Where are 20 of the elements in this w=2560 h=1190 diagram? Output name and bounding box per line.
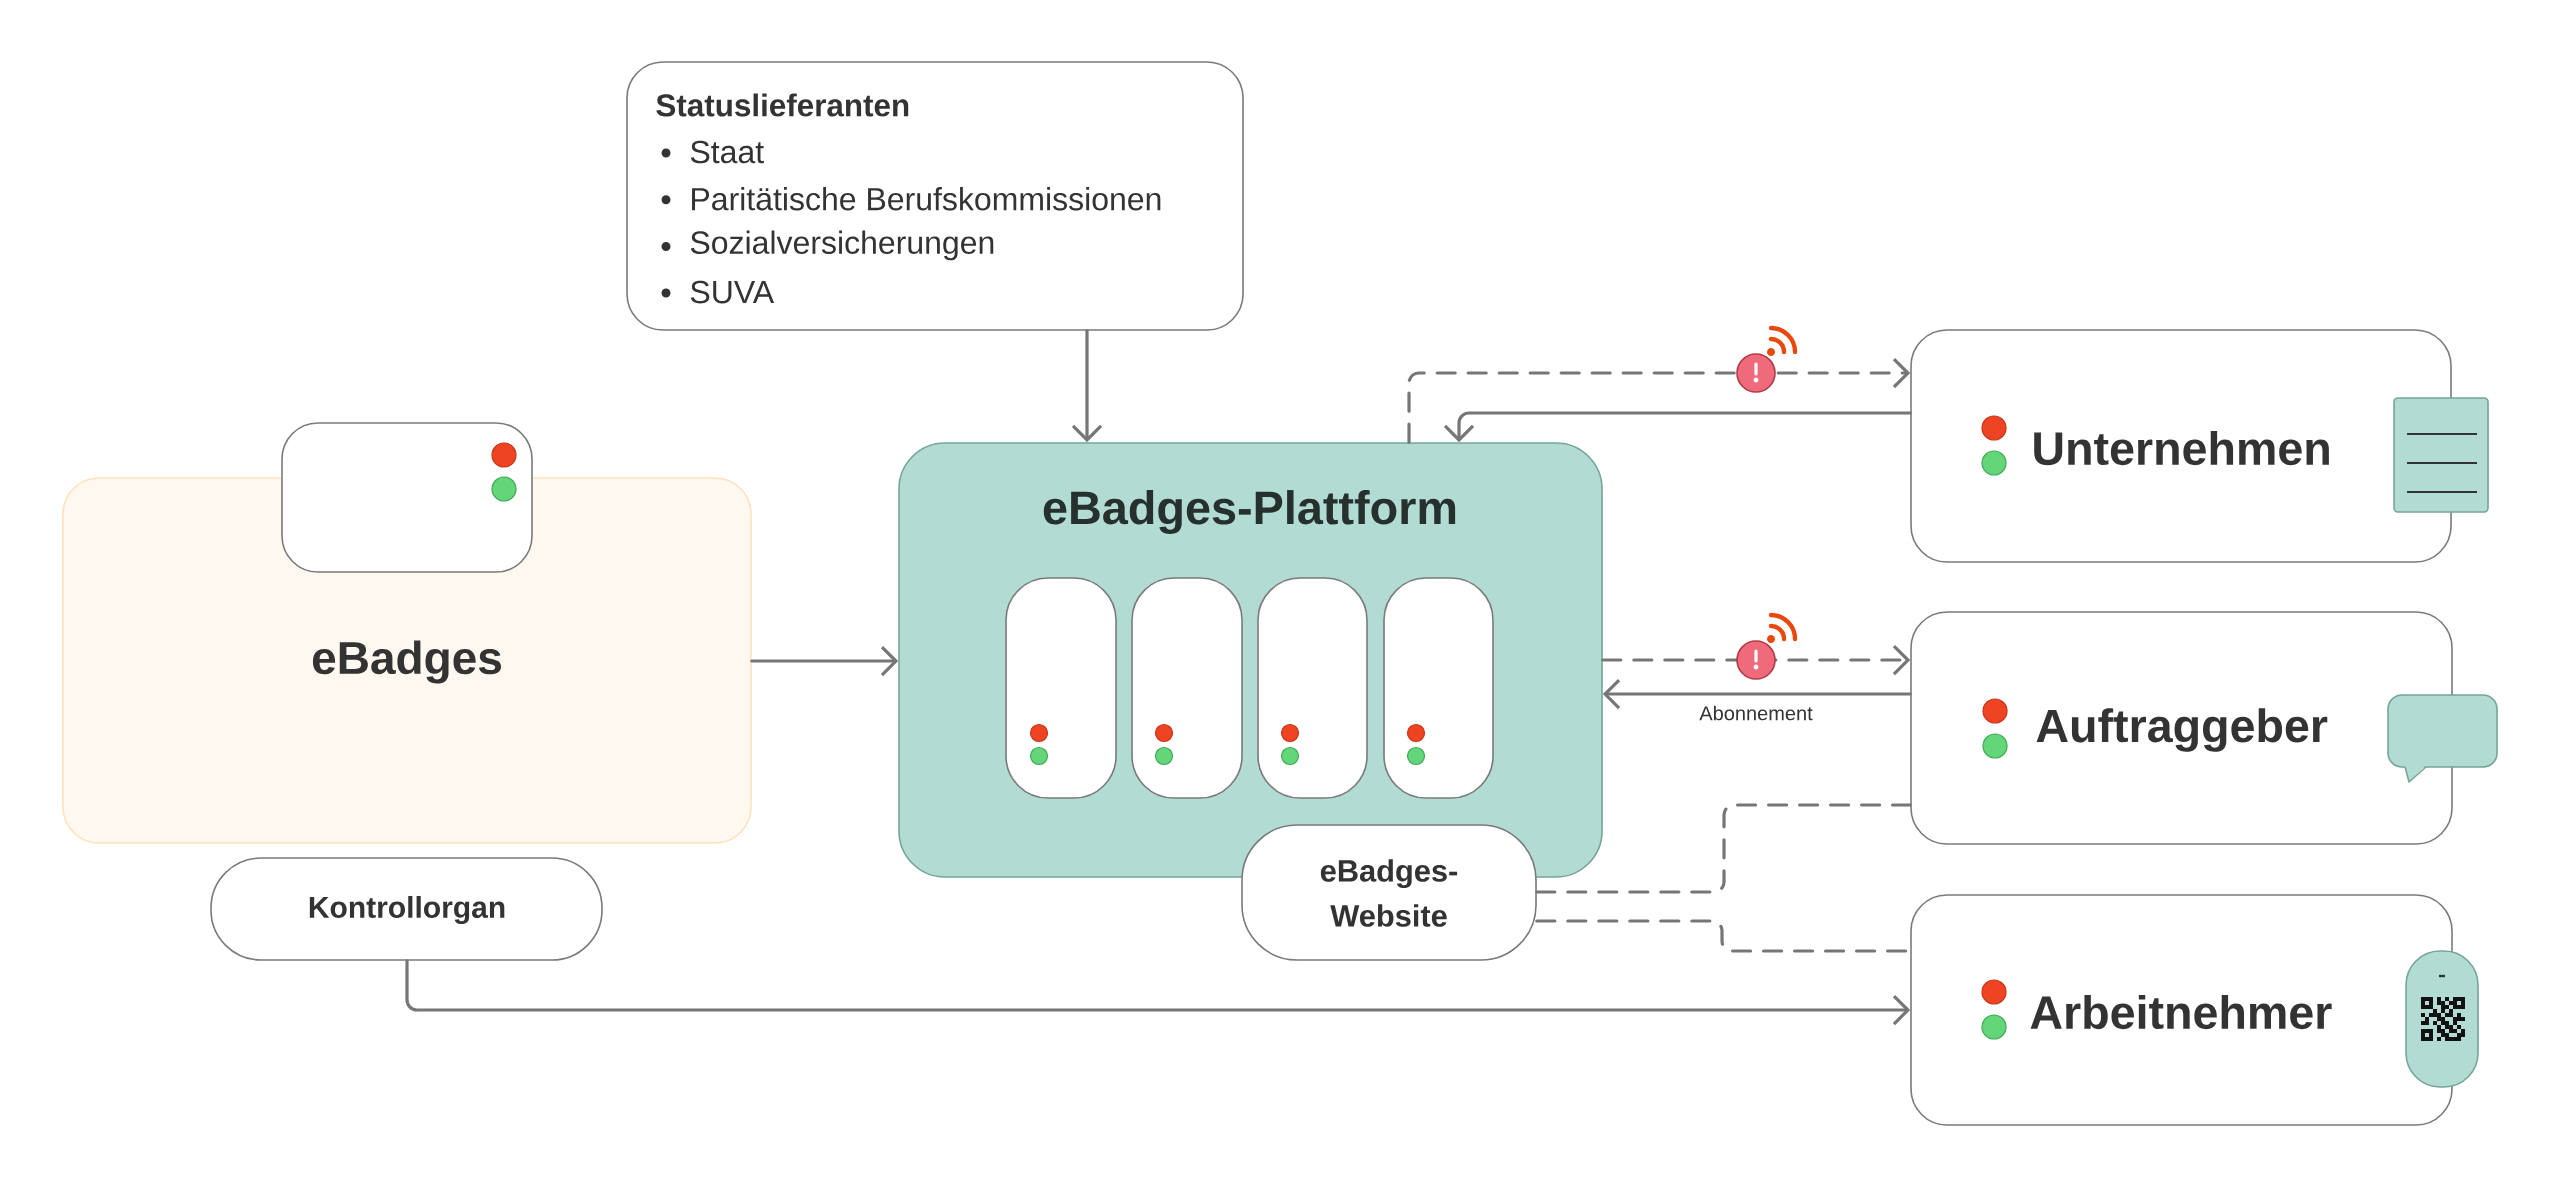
- arrow: [1407, 357, 1911, 444]
- arrow: [1071, 329, 1103, 443]
- role-box: Kontrollorgan: [210, 857, 603, 961]
- arrow: [1602, 678, 1912, 710]
- actor-box: Unternehmen: [1910, 329, 2452, 563]
- list-item: Staat: [690, 140, 764, 164]
- list-item: SUVA: [690, 280, 775, 304]
- arrow: [405, 959, 1911, 1026]
- actor-box: Arbeitnehmer: [1910, 894, 2453, 1126]
- edge-label: Abonnement: [1696, 702, 1816, 724]
- group-box: eBadges: [62, 477, 752, 844]
- arrow: [1443, 411, 1912, 443]
- list-item: Paritätische Berufskommissionen: [692, 186, 1161, 211]
- list-item: Sozialversicherungen: [690, 230, 994, 261]
- list-heading: Statuslieferanten: [656, 93, 909, 117]
- actor-box: Auftraggeber: [1910, 611, 2453, 845]
- connector-line: [1535, 803, 1912, 894]
- arrow: [1601, 644, 1911, 676]
- website-box: eBadges- Website: [1241, 824, 1537, 961]
- arrow: [750, 645, 899, 677]
